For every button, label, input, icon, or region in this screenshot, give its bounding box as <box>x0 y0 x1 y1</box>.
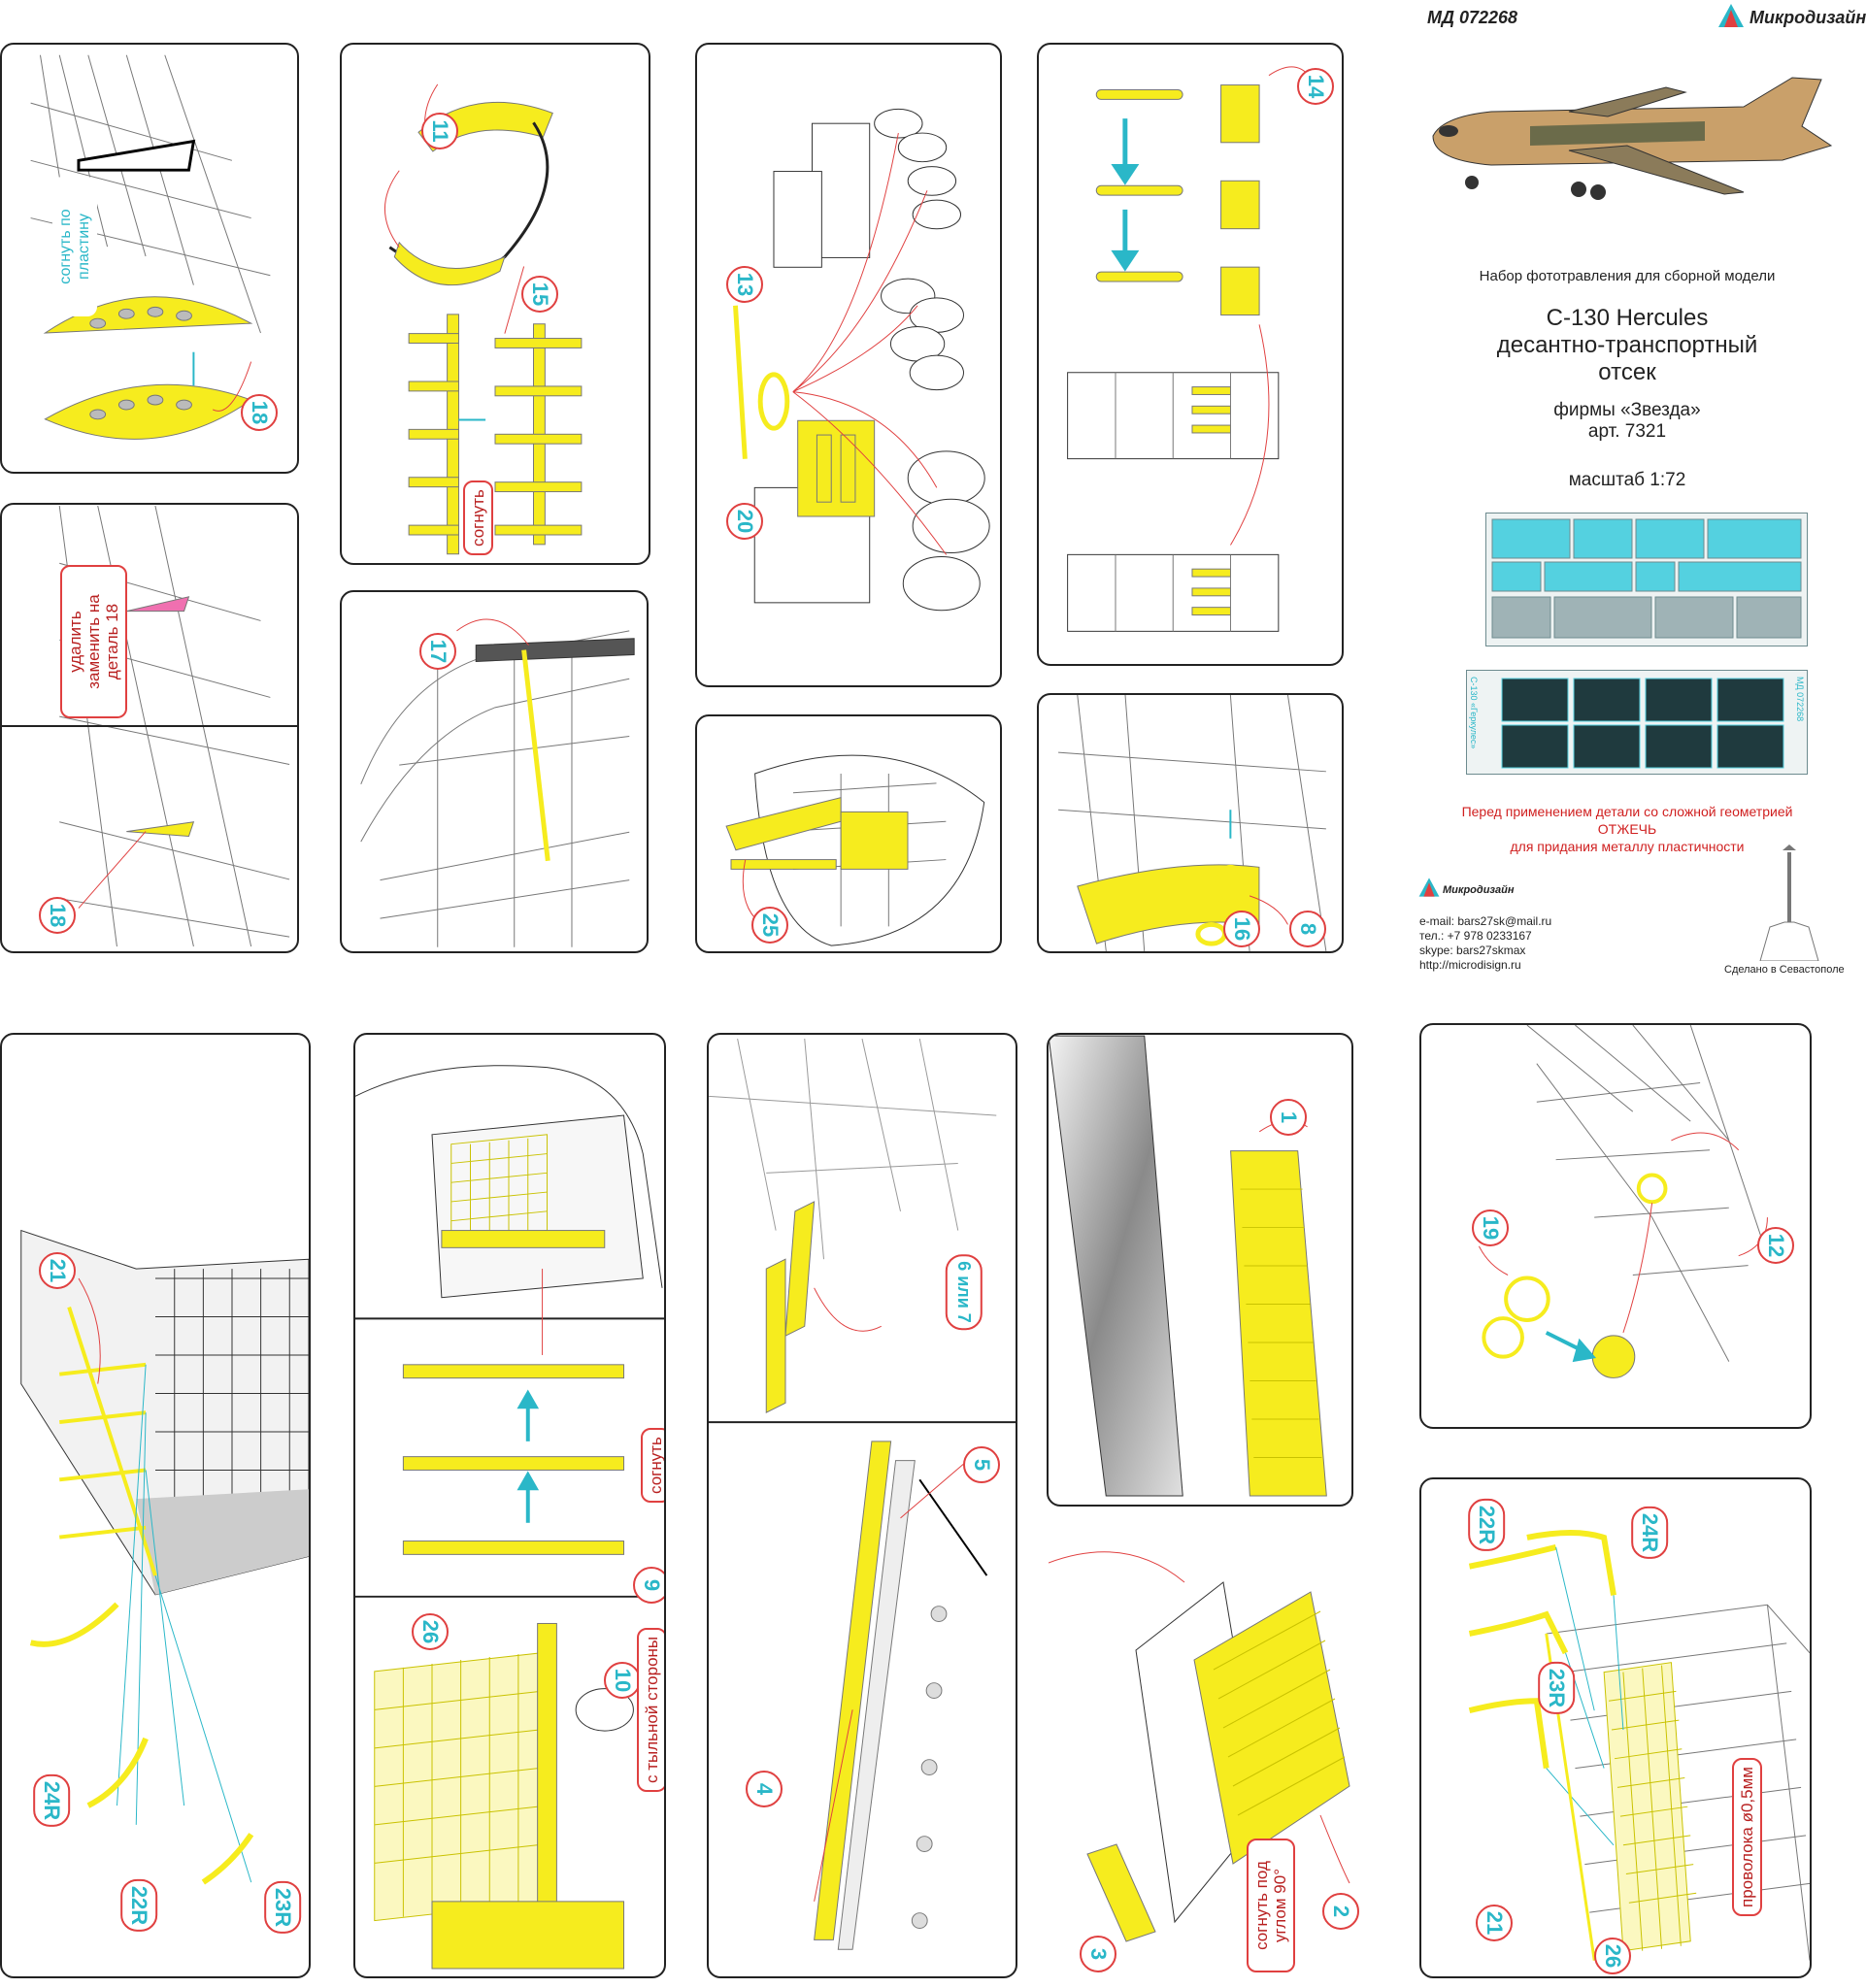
group-parts-2-3: 2 3 согнуть под углом 90° <box>1048 1534 1369 1980</box>
contact-logo-icon <box>1418 878 1440 897</box>
panel-part-25: 25 <box>695 714 1002 953</box>
callout-part-13: 13 <box>726 266 763 303</box>
callout-part-24r-right: 24R <box>1631 1506 1669 1560</box>
fret-sheet-main <box>1485 513 1808 646</box>
panel-part-1-drawing <box>1049 1035 1327 1497</box>
info-title3: отсек <box>1598 359 1656 385</box>
panel-parts-9-10-26-drawing <box>355 1065 664 1970</box>
callout-part-3: 3 <box>1080 1936 1116 1972</box>
fret-code: МД 072268 <box>1795 677 1805 722</box>
panel-part-17-drawing <box>360 618 635 947</box>
contact-web: http://microdisign.ru <box>1419 958 1521 972</box>
contact-email: e-mail: bars27sk@mail.ru <box>1419 914 1552 928</box>
header-code: МД 072268 <box>1427 8 1518 27</box>
callout-part-25: 25 <box>751 907 788 944</box>
panel-part-14-drawing <box>1067 66 1313 632</box>
callout-part-19: 19 <box>1472 1209 1509 1246</box>
panel-parts-11-15-drawing <box>383 83 583 555</box>
callout-part-21-right: 21 <box>1476 1905 1513 1941</box>
panel-part-25-drawing <box>725 754 985 946</box>
panel-parts-21-26-wire-drawing <box>1468 1530 1810 1961</box>
panel-part-14: 14 <box>1037 43 1344 666</box>
panel-parts-12-19-drawing <box>1478 1025 1768 1378</box>
made-in: Сделано в Севастополе <box>1724 964 1845 976</box>
callout-part-17: 17 <box>419 633 456 670</box>
panel-parts-4-7-drawing <box>709 1038 1016 1950</box>
callout-part-18-lower: 18 <box>39 897 76 934</box>
panel-part-17: 17 <box>340 590 649 953</box>
monument-image <box>1755 845 1823 962</box>
panel-parts-13-20: 13 20 <box>695 43 1002 687</box>
panel-fairing-18: согнуть по пластину 18 <box>0 43 299 474</box>
callout-part-8: 8 <box>1289 911 1326 947</box>
panel-part-1: 1 <box>1047 1033 1353 1507</box>
callout-part-1: 1 <box>1270 1099 1307 1136</box>
callout-part-22r-right: 22R <box>1468 1498 1506 1552</box>
warn-line1: Перед применением детали со сложной геом… <box>1461 804 1793 819</box>
aircraft-drawing <box>1432 77 1833 200</box>
callout-part-9: 9 <box>633 1567 664 1604</box>
callout-part-26: 26 <box>412 1613 449 1650</box>
panel-parts-21-26-wire: 22R 24R 23R проволока ø0,5мм 21 26 <box>1419 1477 1812 1978</box>
callout-part-22r: 22R <box>120 1878 158 1933</box>
note-remove-replace: удалить заменить на деталь 18 <box>60 565 127 718</box>
callout-part-26-right: 26 <box>1594 1938 1631 1974</box>
callout-part-20: 20 <box>726 503 763 540</box>
panel-parts-21-24: 21 24R 22R 23R <box>0 1033 311 1978</box>
callout-part-24r: 24R <box>33 1773 71 1828</box>
callout-part-12: 12 <box>1757 1227 1794 1264</box>
callout-part-5: 5 <box>963 1446 1000 1483</box>
info-maker: фирмы «Звезда» <box>1553 400 1701 420</box>
panel-parts-13-20-drawing <box>733 108 990 612</box>
panel-remove-replace-drawing <box>2 505 297 947</box>
panel-parts-11-15: 11 15 согнуть <box>340 43 650 565</box>
aircraft-image <box>1414 68 1841 214</box>
callout-part-4: 4 <box>746 1771 783 1807</box>
note-bend-plate: согнуть по пластину <box>52 177 97 316</box>
callout-part-16: 16 <box>1223 911 1260 947</box>
brand-logo <box>1716 4 1746 27</box>
info-article: арт. 7321 <box>1587 421 1667 442</box>
panel-parts-4-7: 6 или 7 5 4 <box>707 1033 1017 1978</box>
info-scale: масштаб 1:72 <box>1568 470 1686 490</box>
warn-line3: для придания металлу пластичности <box>1510 839 1745 854</box>
panel-remove-replace: удалить заменить на деталь 18 18 <box>0 503 299 953</box>
callout-part-11: 11 <box>421 113 458 149</box>
callout-part-14: 14 <box>1297 68 1334 105</box>
callout-part-18: 18 <box>241 394 278 431</box>
note-bend-90: согнуть под углом 90° <box>1247 1839 1295 1972</box>
info-title2: десантно-транспортный <box>1496 332 1758 358</box>
callout-part-10: 10 <box>604 1662 641 1699</box>
fret-sheet-grid-drawing <box>1501 678 1784 769</box>
callout-part-23r-right: 23R <box>1538 1661 1576 1715</box>
panel-parts-9-10-26: 9 согнуть 26 10 с тыльной стороны <box>353 1033 666 1978</box>
info-line1: Набор фототравления для сборной модели <box>1479 268 1776 284</box>
panel-parts-8-16: 16 8 <box>1037 693 1344 953</box>
panel-parts-21-24-drawing <box>20 1229 309 1885</box>
note-bend-9: согнуть <box>641 1428 664 1503</box>
contact-brand: Микродизайн <box>1443 884 1515 896</box>
note-bend-11-15: согнуть <box>463 480 493 555</box>
fret-sheet-main-drawing <box>1491 518 1802 639</box>
group-parts-2-3-drawing <box>1048 1551 1350 1942</box>
brand-logo-icon <box>1718 4 1744 27</box>
fret-sheet-grid: C-130 «Геркулес» МД 072268 <box>1466 670 1808 775</box>
header-brand: Микродизайн <box>1749 8 1866 27</box>
callout-part-15: 15 <box>521 276 558 313</box>
note-from-back: с тыльной стороны <box>637 1627 664 1792</box>
panel-fairing-18-drawing <box>30 54 271 440</box>
callout-part-21: 21 <box>39 1252 76 1289</box>
contact-phone: тел.: +7 978 0233167 <box>1419 929 1532 943</box>
callout-part-23r: 23R <box>264 1880 302 1935</box>
note-wire: проволока ø0,5мм <box>1732 1758 1762 1916</box>
warn-line2: ОТЖЕЧЬ <box>1597 821 1657 837</box>
callout-part-2: 2 <box>1322 1893 1359 1930</box>
info-title1: C-130 Hercules <box>1546 305 1709 331</box>
callout-part-6-or-7: 6 или 7 <box>945 1254 983 1330</box>
contact-logo <box>1417 878 1441 897</box>
contact-skype: skype: bars27skmax <box>1419 944 1526 957</box>
monument-drawing <box>1759 845 1819 962</box>
fret-label: C-130 «Геркулес» <box>1469 677 1479 749</box>
panel-parts-12-19: 19 12 <box>1419 1023 1812 1429</box>
